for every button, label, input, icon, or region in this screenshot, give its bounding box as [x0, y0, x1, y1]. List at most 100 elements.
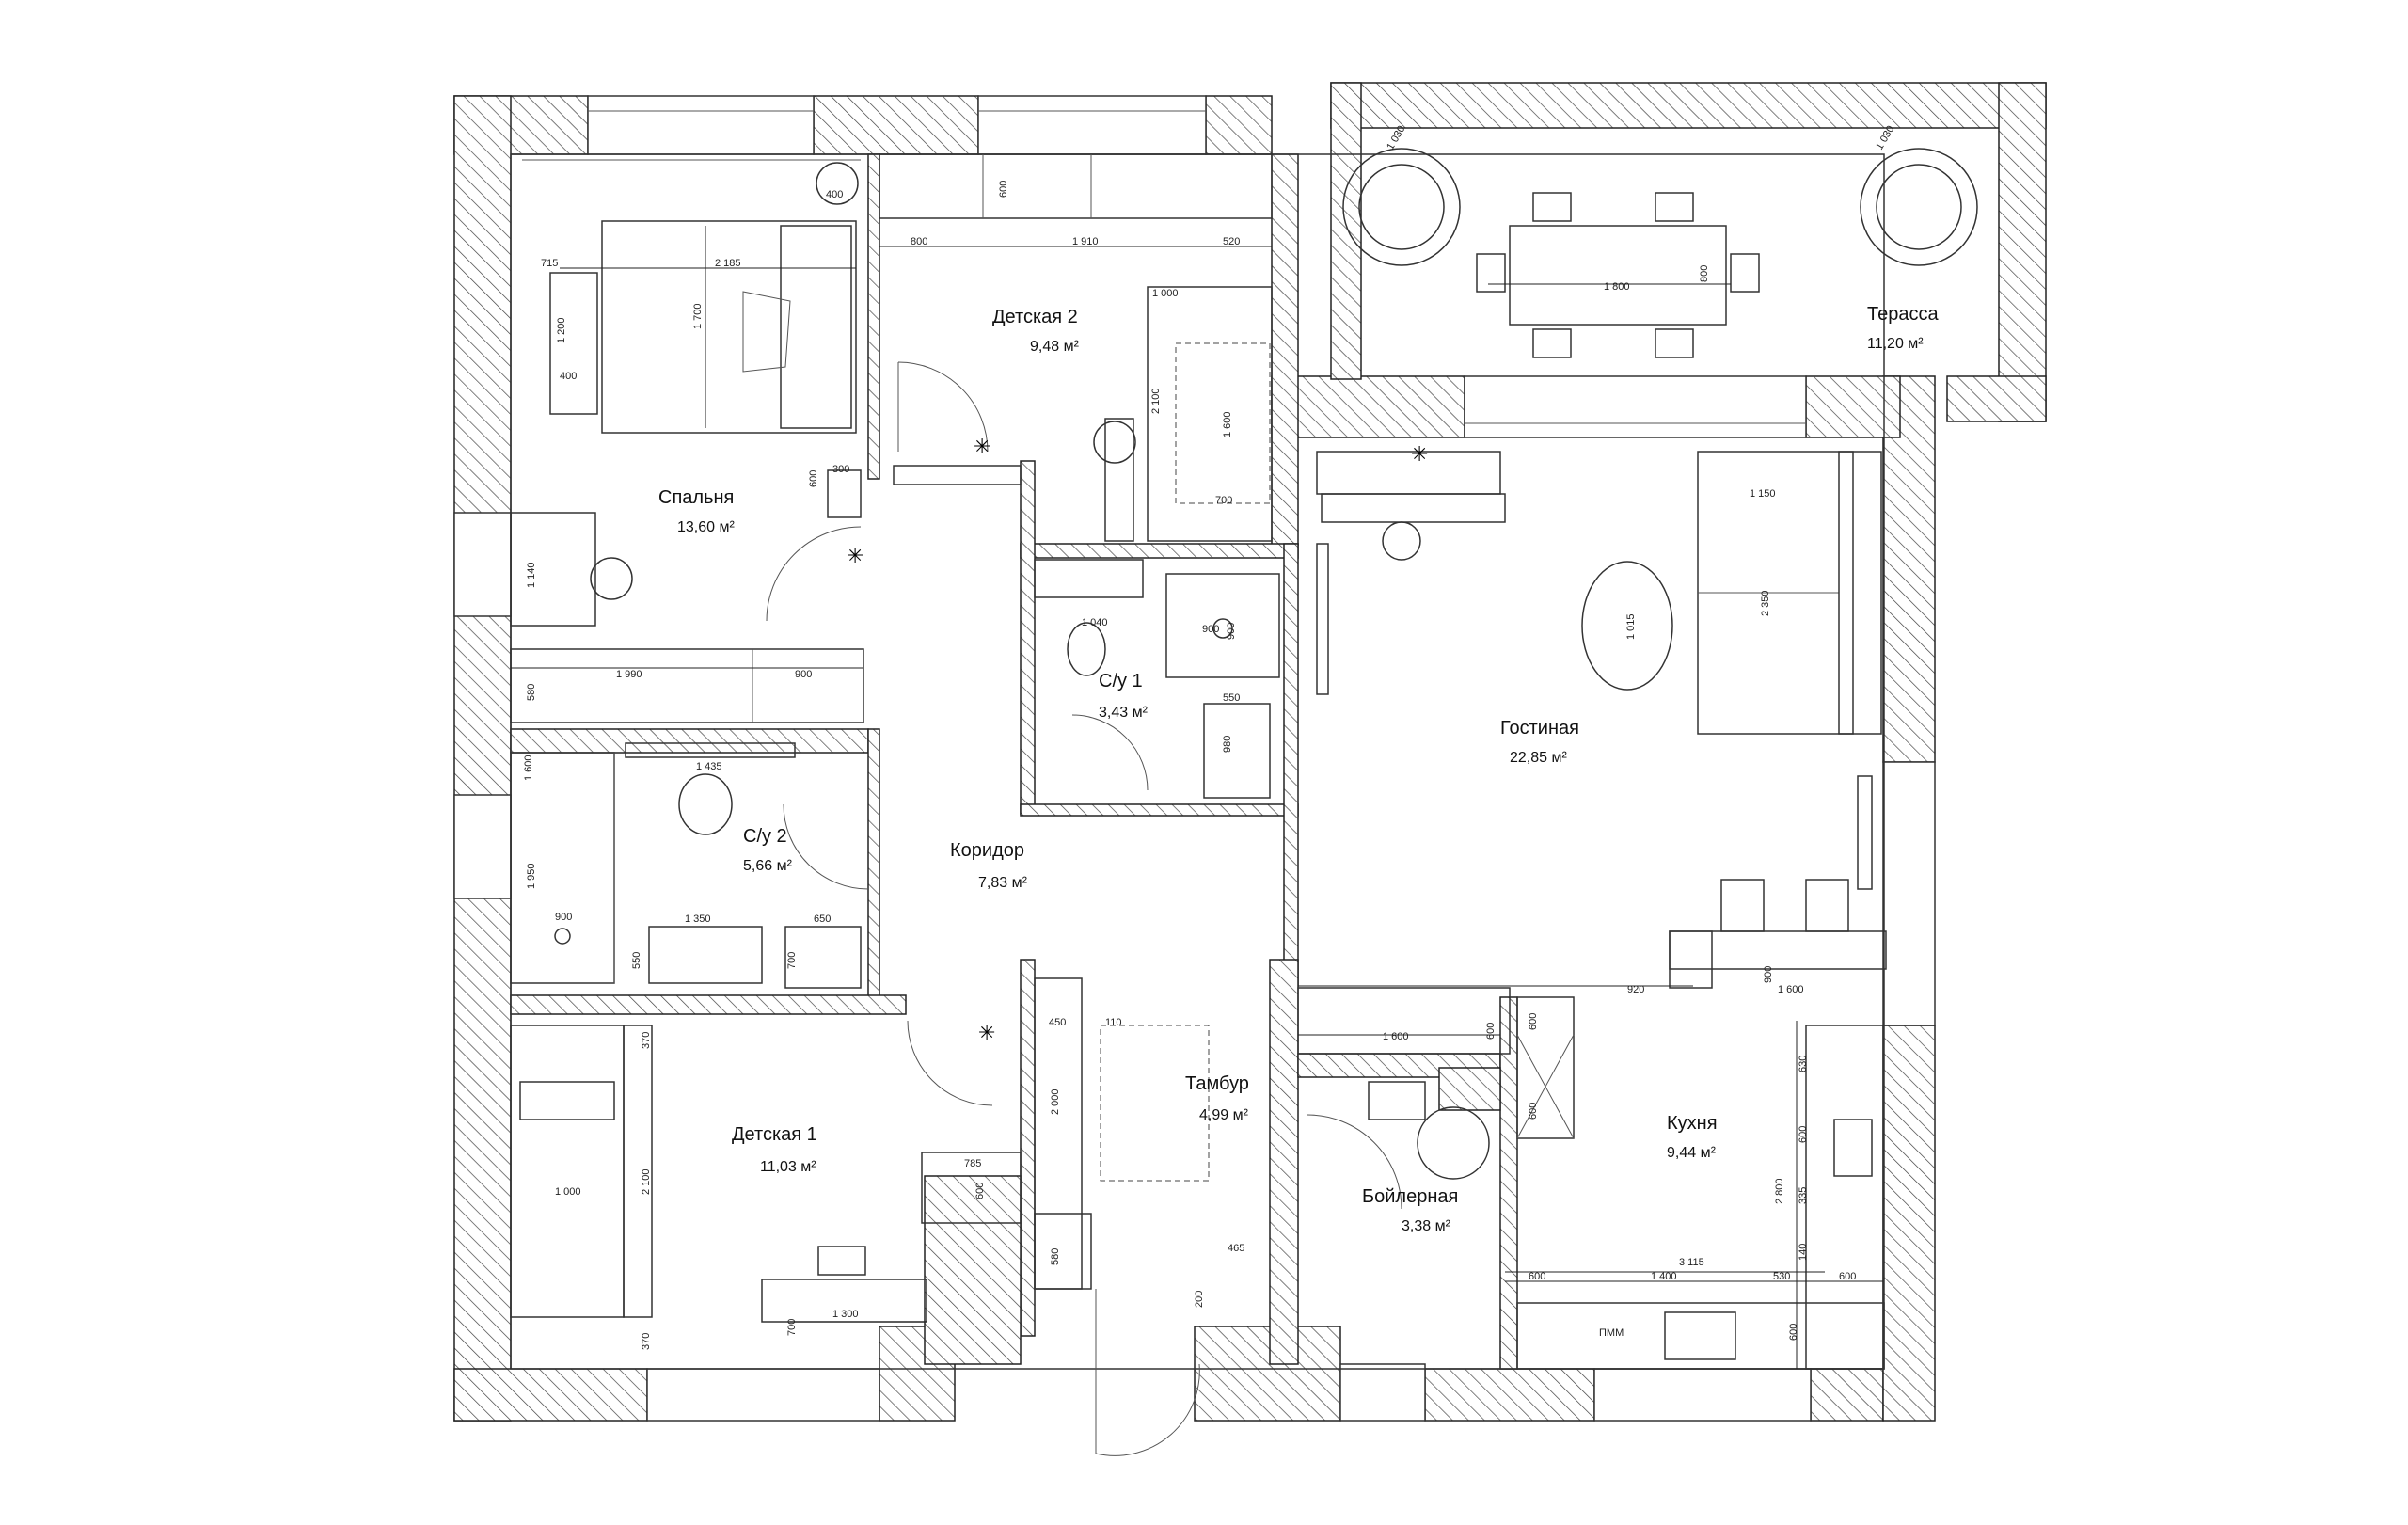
bath1-cabinet	[1034, 559, 1144, 598]
dim-label: 580	[1050, 1248, 1061, 1265]
window-kids1	[646, 1368, 880, 1422]
wall-terrace-corner	[1946, 375, 2047, 422]
dim-label: 600	[998, 181, 1009, 198]
tv-stand	[1321, 493, 1506, 523]
kitchen-sink	[1664, 1311, 1736, 1360]
window-bedroom-side	[453, 512, 512, 617]
dim-label: 900	[1226, 623, 1237, 640]
room-area-kids2: 9,48 м²	[1030, 339, 1080, 355]
window-kitchen	[1593, 1368, 1812, 1422]
dim-label: 600	[974, 1183, 986, 1199]
dim-label: 715	[541, 258, 558, 269]
dim-label: 600	[1529, 1271, 1545, 1282]
sink-bath2	[648, 926, 763, 984]
room-name-living: Гостиная	[1500, 718, 1579, 739]
wall-boiler-stub	[1438, 1067, 1501, 1111]
wall-bath2-right	[867, 728, 880, 1003]
room-area-vestibule: 4,99 м²	[1199, 1107, 1249, 1123]
drain	[1212, 618, 1233, 639]
wall-bottom-5	[1810, 1368, 1884, 1422]
dim-label: 1 600	[1222, 411, 1233, 437]
dim-label: 300	[832, 464, 849, 475]
vestibule-rug	[1100, 1025, 1210, 1182]
wall-living-top-left	[1271, 375, 1465, 438]
lounge-chair-right-inner	[1876, 164, 1962, 250]
wall-kids2-right	[1271, 153, 1299, 546]
chair-kids2	[1093, 421, 1136, 464]
dim-label: 600	[808, 470, 819, 487]
wall-bottom-1	[453, 1368, 648, 1422]
dim-label: 450	[1049, 1017, 1066, 1028]
dim-label: 700	[786, 1319, 798, 1336]
dim-label: 1 350	[685, 913, 711, 925]
room-name-boiler: Бойлерная	[1362, 1186, 1458, 1207]
dim-label: 900	[1202, 624, 1219, 635]
kitchen-furniture: ПММ	[1297, 987, 1885, 1370]
boiler-unit	[1368, 1081, 1426, 1120]
vestibule-furniture	[1034, 977, 1210, 1456]
wall-right-lower	[1882, 1025, 1936, 1422]
door-swing-entrance	[1095, 1289, 1200, 1456]
dim-label: 900	[555, 912, 572, 923]
corridor-shelf	[893, 465, 1022, 485]
dim-label: 1 200	[556, 317, 567, 343]
dim-label: 2 000	[1050, 1088, 1061, 1115]
dim-label: 1 000	[555, 1186, 581, 1198]
corridor-elements	[766, 465, 1022, 1106]
dim-label: 1 140	[526, 562, 537, 588]
sofa-back	[1838, 451, 1882, 735]
dim-label: 1 040	[1082, 617, 1108, 628]
room-name-terrace: Терасса	[1867, 304, 1939, 325]
bath1-furniture	[1034, 559, 1280, 799]
wall-bottom-3	[1194, 1326, 1341, 1422]
terrace-chair-3	[1532, 328, 1572, 358]
vestibule-bench	[1034, 1213, 1092, 1290]
bath2-furniture	[510, 742, 869, 989]
wall-terrace-right	[1998, 82, 2047, 422]
wall-bath2-top	[510, 728, 869, 754]
wall-terrace-top	[1330, 82, 2047, 129]
window-bedroom	[587, 95, 815, 155]
dim-label: 1 800	[1604, 281, 1630, 293]
window-kids2	[977, 95, 1207, 155]
dim-label: 550	[631, 952, 642, 969]
room-area-bath1: 3,43 м²	[1099, 705, 1149, 721]
wall-vestibule-right	[1269, 959, 1299, 1365]
door-swing-kids1	[907, 1020, 993, 1106]
room-name-bath1: С/у 1	[1099, 671, 1143, 691]
dim-label: 1 435	[696, 761, 722, 772]
room-name-bath2: С/у 2	[743, 826, 787, 847]
dim-label: 800	[1699, 265, 1710, 282]
dim-label: 400	[826, 189, 843, 200]
door-swing-bath2	[783, 803, 869, 890]
sink-bath1	[1203, 703, 1271, 799]
bed	[601, 220, 857, 434]
wall-living-left	[1283, 543, 1299, 987]
room-name-vestibule: Тамбур	[1185, 1073, 1249, 1094]
desk-bedroom	[510, 512, 596, 627]
switch-icon: ✳	[1411, 443, 1428, 467]
dim-label: 700	[1215, 495, 1232, 506]
door-swing-bath1	[1071, 714, 1149, 791]
room-name-kitchen: Кухня	[1667, 1113, 1718, 1134]
boiler-tank	[1417, 1106, 1490, 1180]
drain-bath2	[554, 928, 571, 945]
lounge-chair-right	[1860, 148, 1978, 266]
terrace-chair-6	[1730, 253, 1760, 293]
dimension-text: 400 600 800 1 910 520 715 2 185 1 200 1 …	[523, 124, 1896, 1350]
dim-label: 1 990	[616, 669, 642, 680]
coffee-table	[1581, 561, 1673, 691]
living-furniture	[1316, 451, 1887, 989]
terrace-chair-5	[1476, 253, 1506, 293]
dim-label: 1 000	[1152, 288, 1179, 299]
wall-living-top-right	[1805, 375, 1901, 438]
tv-wall	[1316, 543, 1329, 695]
kitchen-island	[1297, 987, 1511, 1055]
nightstand	[827, 469, 862, 518]
dim-label: 1 700	[692, 303, 704, 329]
room-name-corridor: Коридор	[950, 840, 1024, 861]
dim-label: 335	[1798, 1187, 1809, 1204]
kids2-furniture	[879, 153, 1273, 542]
bath2-shelf	[625, 742, 796, 758]
dim-label: 1 600	[1383, 1031, 1409, 1042]
